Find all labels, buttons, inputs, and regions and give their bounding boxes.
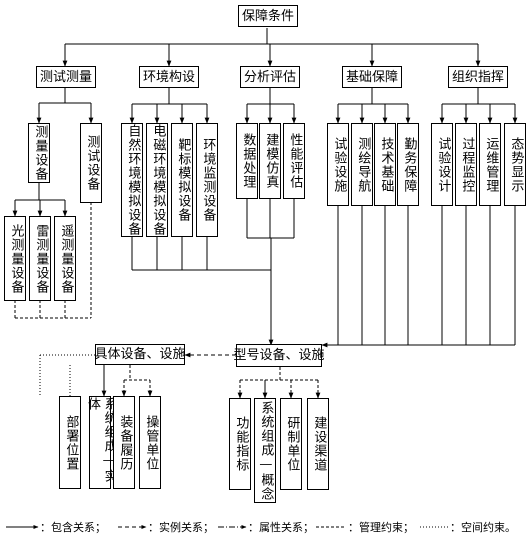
legend-spatial-label: ：空间约束。 <box>450 520 516 534</box>
node-specific-equipment: 具体设备、设施 <box>95 344 186 365</box>
node-test-design: 试验设计 <box>431 123 453 206</box>
node-target-sim: 靶标模拟设备 <box>171 123 193 237</box>
legend-instance-label: ：实例关系； <box>148 520 214 534</box>
legend-management-label: ：管理约束； <box>348 520 414 534</box>
node-survey-nav: 测绘导航 <box>351 123 373 206</box>
node-construction-channel: 建设渠道 <box>307 398 329 490</box>
category-command: 组织指挥 <box>448 66 508 88</box>
node-radar-measure: 雷测量设备 <box>29 216 51 301</box>
node-tech-foundation: 技术基础 <box>374 123 396 206</box>
legend: ：包含关系； ：实例关系； ：属性关系； ：管理约束； ：空间约束。 <box>6 520 516 534</box>
node-operating-unit: 操管单位 <box>139 396 161 489</box>
node-test-equipment: 测试设备 <box>80 123 102 203</box>
node-system-composition-entity: 系统组成—实体 <box>85 396 117 489</box>
node-situation-display: 态势显示 <box>504 123 526 206</box>
node-natural-env-sim: 自然环境模拟设备 <box>121 123 143 237</box>
node-system-composition-concept: 系统组成—概念 <box>254 398 276 503</box>
node-equipment-record: 装备履历 <box>113 396 135 489</box>
category-analysis: 分析评估 <box>240 66 300 88</box>
node-em-env-sim: 电磁环境模拟设备 <box>146 123 168 237</box>
node-function-indicator: 功能指标 <box>229 398 251 490</box>
category-foundation: 基础保障 <box>342 66 402 88</box>
category-environment: 环境构设 <box>139 66 199 88</box>
node-optical-measure: 光测量设备 <box>4 216 26 301</box>
node-data-processing: 数据处理 <box>236 123 258 199</box>
category-test-measure: 测试测量 <box>36 66 96 88</box>
node-ops-management: 运维管理 <box>479 123 501 206</box>
node-development-unit: 研制单位 <box>280 398 302 490</box>
node-process-monitor: 过程监控 <box>455 123 477 206</box>
node-env-monitor: 环境监测设备 <box>196 123 218 237</box>
node-test-facility: 试验设施 <box>327 123 349 206</box>
node-service-support: 勤务保障 <box>397 123 419 206</box>
node-deploy-location: 部署位置 <box>59 396 81 489</box>
node-modeling-sim: 建模仿真 <box>259 123 281 199</box>
node-measure-equipment: 测量设备 <box>28 123 50 183</box>
legend-contains-label: ：包含关系； <box>40 520 106 534</box>
node-telemetry-measure: 遥测量设备 <box>54 216 76 301</box>
node-model-equipment: 型号设备、设施 <box>234 344 325 367</box>
root-node: 保障条件 <box>238 5 298 27</box>
node-performance-eval: 性能评估 <box>283 123 305 199</box>
legend-attribute-label: ：属性关系； <box>248 520 314 534</box>
